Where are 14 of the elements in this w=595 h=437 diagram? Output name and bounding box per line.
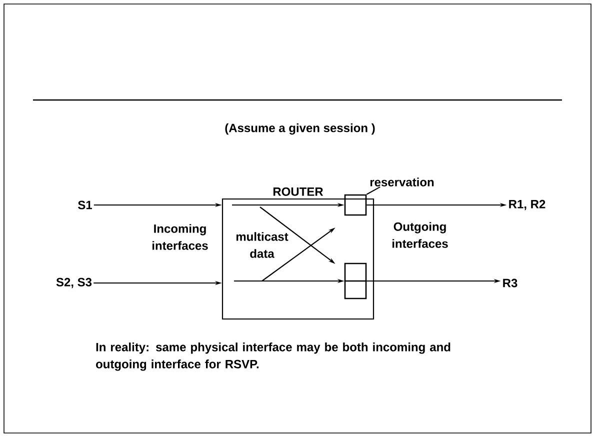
queue-box [344, 194, 367, 216]
side-label: Incoming interfaces [152, 224, 208, 250]
title: (Assume a given session ) [225, 123, 375, 135]
node-label: ROUTER [273, 187, 324, 196]
side-label: Outgoing interfaces [392, 222, 448, 248]
caption: In reality: same physical interface may be both incoming and outgoing interface for RSVP. [96, 342, 450, 371]
queue-box [344, 262, 367, 300]
node-label: R3 [503, 278, 518, 288]
node-label: reservation [370, 178, 434, 186]
leader-line [366, 186, 380, 195]
side-label: multicast data [236, 232, 288, 258]
node-label: S1 [78, 200, 92, 210]
node-label: S2, S3 [56, 278, 92, 288]
node-label: R1, R2 [509, 200, 546, 210]
